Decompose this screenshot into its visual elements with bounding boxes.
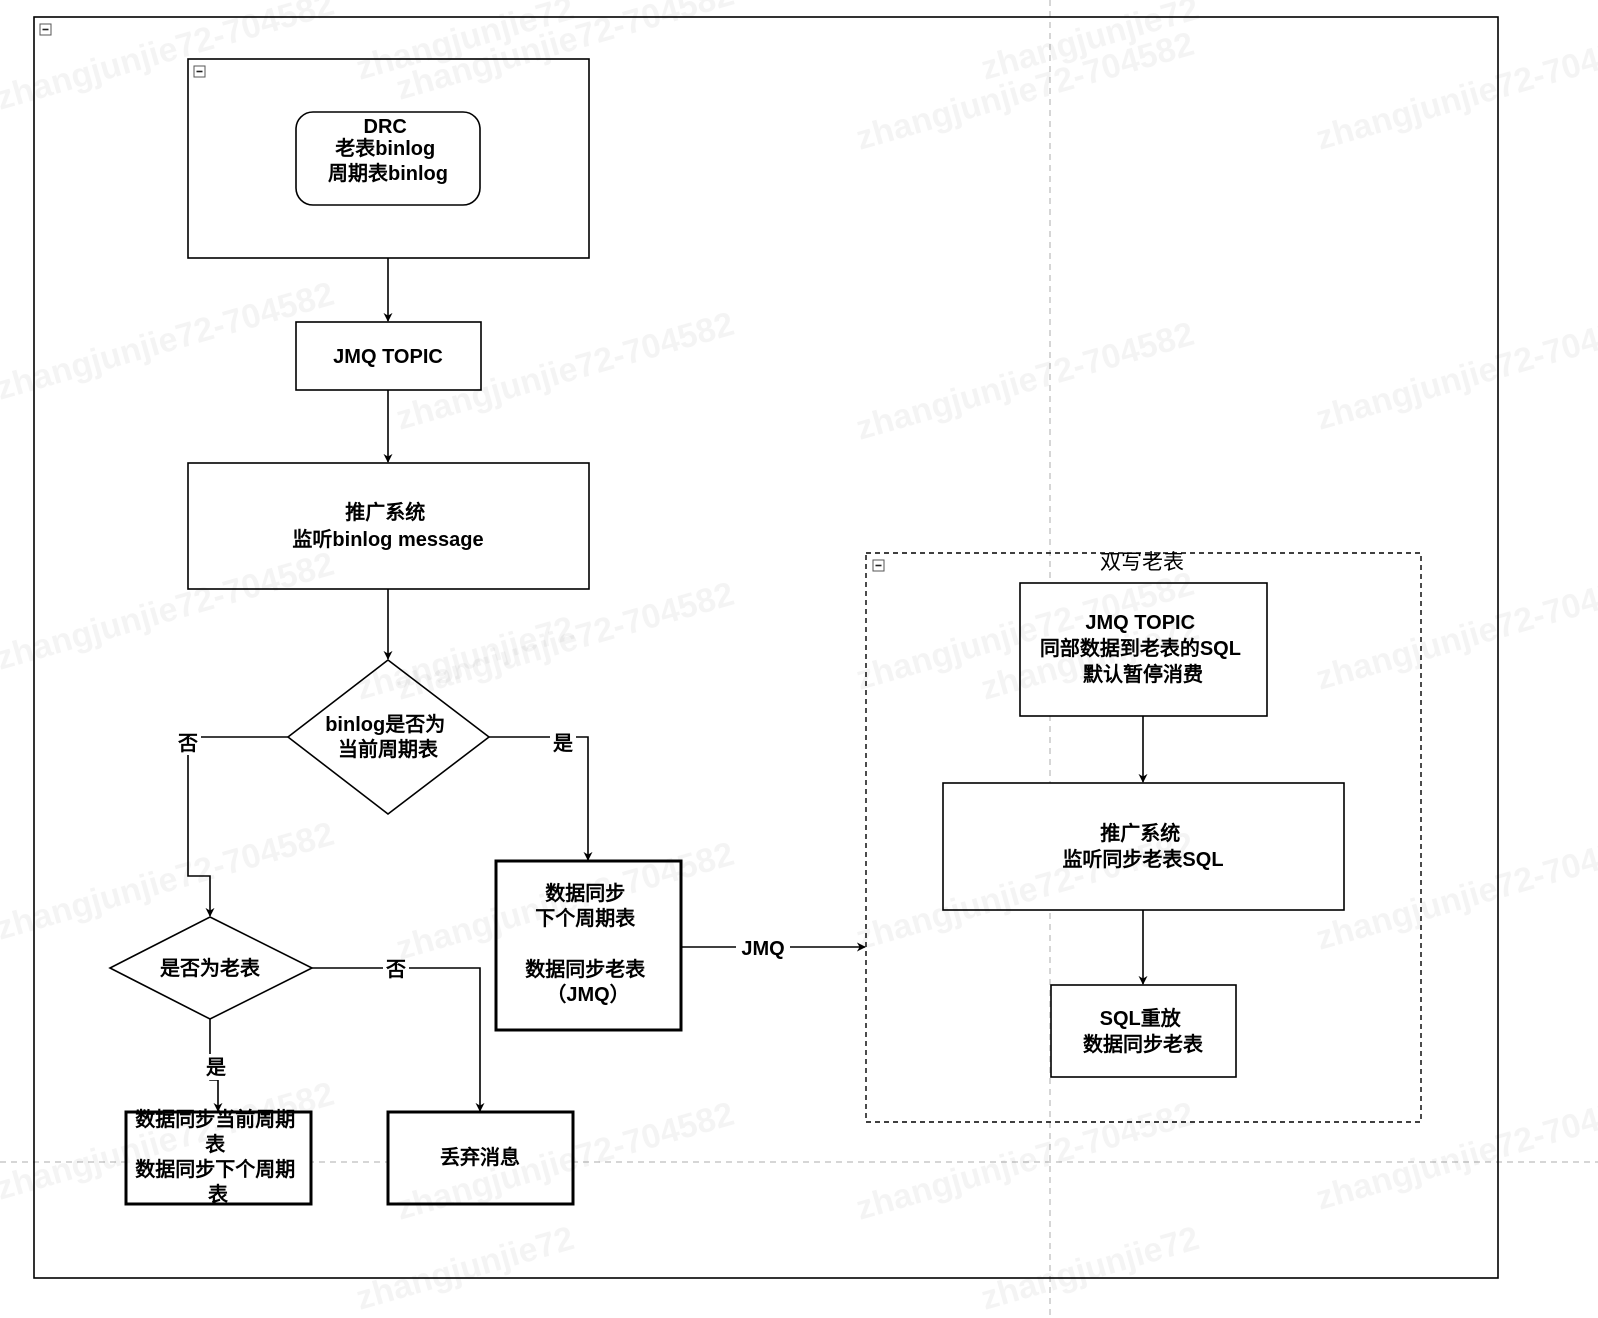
sql-replay-label: SQL重放 数据同步老表: [1083, 1006, 1204, 1056]
dual-write-group-title: 双写老表: [1100, 551, 1184, 574]
dual-write-group[interactable]: [865, 552, 1422, 1123]
outer-container[interactable]: [33, 16, 1499, 1279]
edge-old-table-no[interactable]: [312, 967, 485, 1112]
edge-label-jmq: JMQ: [741, 938, 784, 960]
promo-listen-node[interactable]: [187, 462, 590, 590]
edge-label-yes-down: 是: [205, 1056, 226, 1079]
jmq-topic-label: JMQ TOPIC: [333, 346, 443, 368]
edge-label-yes-right: 是: [552, 732, 573, 755]
promo-listen-sql-node[interactable]: [942, 782, 1345, 911]
watermark-text: zhangjunjie72-704582: [1312, 25, 1598, 158]
watermark-text: zhangjunjie72-704582: [1312, 1085, 1598, 1218]
sync-next-period-node[interactable]: [494, 859, 683, 1032]
watermark-text: zhangjunjie72: [977, 1219, 1204, 1317]
drc-node-label: DRC 老表binlog 周期表binlog: [328, 116, 448, 185]
promo-listen-label: 推广系统 监听binlog message: [292, 500, 483, 551]
watermark-text: zhangjunjie72-704582: [1312, 825, 1598, 958]
watermark-text: zhangjunjie72-704582: [852, 315, 1199, 448]
jmq-topic-node[interactable]: [295, 321, 482, 391]
dual-jmq-topic-node[interactable]: [1019, 582, 1268, 717]
edge-decision-yes[interactable]: [489, 736, 593, 861]
edge-decision-no[interactable]: [187, 736, 288, 917]
collapse-icon[interactable]: [872, 559, 885, 572]
watermark-text: zhangjunjie72-704582: [0, 545, 338, 678]
sync-current-next-node[interactable]: [124, 1110, 313, 1206]
watermark-text: zhangjunjie72-704582: [1312, 565, 1598, 698]
discard-node[interactable]: [386, 1110, 575, 1206]
promo-listen-sql-label: 推广系统 监听同步老表SQL: [1062, 821, 1223, 871]
is-current-period-label: binlog是否为 当前周期表: [325, 713, 451, 761]
watermark-text: zhangjunjie72-704582: [852, 1095, 1199, 1228]
drc-node[interactable]: [295, 111, 481, 206]
edge-label-no-discard: 否: [385, 959, 406, 981]
is-old-table-label: 是否为老表: [159, 956, 261, 980]
watermark-text: zhangjunjie72-704582: [1312, 305, 1598, 438]
collapse-icon[interactable]: [193, 65, 206, 78]
dual-jmq-topic-label: JMQ TOPIC 同部数据到老表的SQL 默认暂停消费: [1040, 612, 1246, 686]
sync-next-period-label: 数据同步 下个周期表 数据同步老表 （JMQ）: [525, 881, 651, 1006]
is-current-period-decision[interactable]: [286, 658, 491, 816]
collapse-icon[interactable]: [39, 23, 52, 36]
watermark-text: zhangjunjie72-704582: [0, 815, 338, 948]
watermark-text: zhangjunjie72-704582: [0, 275, 338, 408]
watermark-text: zhangjunjie72: [352, 1219, 579, 1317]
discard-label: 丢弃消息: [440, 1145, 520, 1169]
edge-label-no-left: 否: [177, 733, 198, 755]
sql-replay-node[interactable]: [1050, 984, 1237, 1078]
